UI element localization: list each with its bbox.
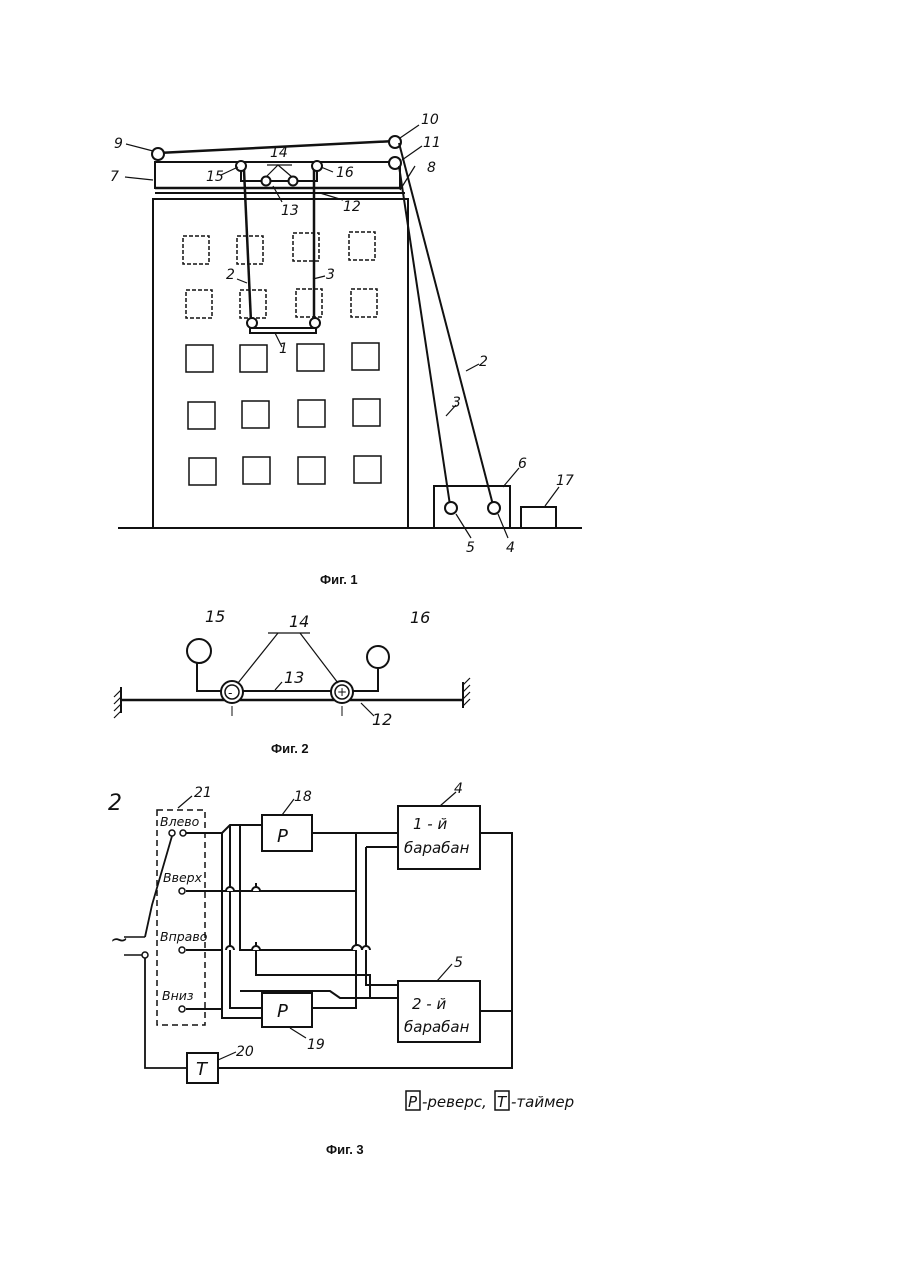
svg-text:Р: Р: [277, 1001, 288, 1022]
label-2-right: 2: [479, 354, 488, 370]
svg-text:-реверс,: -реверс,: [422, 1093, 487, 1111]
figure-3-caption: Фиг. 3: [326, 1142, 364, 1157]
label-7: 7: [110, 169, 119, 185]
label-6: 6: [518, 456, 527, 472]
figure-1: 9 7 15 16 14 13 12 10 11 8 2 3 1 2 3 6 1…: [110, 112, 582, 587]
pulley-16: [312, 161, 322, 171]
label-5: 5: [466, 540, 475, 556]
pulley-16: [367, 646, 389, 668]
label-13: 13: [284, 668, 304, 687]
svg-text:Р: Р: [277, 826, 288, 847]
sheet-mark: 2: [108, 791, 122, 816]
label-3-right: 3: [452, 395, 461, 411]
label-4: 4: [454, 781, 463, 797]
pulley-15: [236, 161, 246, 171]
switch-pos-left: Влево: [160, 814, 200, 829]
label-17: 17: [556, 473, 574, 489]
label-12: 12: [372, 710, 392, 729]
legend: Р -реверс, Т -таймер: [406, 1091, 574, 1111]
label-12: 12: [343, 199, 361, 215]
label-2-left: 2: [226, 267, 235, 283]
svg-text:1 - й: 1 - й: [413, 815, 447, 833]
label-19: 19: [307, 1037, 325, 1053]
figure-2: - + 15 16 14 13 12 Фиг. 2: [114, 607, 470, 756]
label-14: 14: [270, 145, 288, 161]
cable-3-inclined: [399, 166, 450, 505]
svg-text:+: +: [337, 685, 347, 699]
label-4: 4: [506, 540, 515, 556]
svg-text:барабан: барабан: [404, 1018, 470, 1036]
label-16: 16: [410, 608, 430, 627]
label-8: 8: [427, 160, 436, 176]
label-18: 18: [294, 789, 312, 805]
label-14: 14: [289, 612, 309, 631]
label-11: 11: [423, 135, 441, 151]
label-20: 20: [236, 1044, 254, 1060]
switch-pos-down: Вниз: [162, 988, 194, 1003]
svg-text:Р: Р: [408, 1093, 418, 1111]
drum-5: [445, 502, 457, 514]
label-15: 15: [206, 169, 224, 185]
ac-supply-symbol: ~: [110, 928, 128, 953]
label-1: 1: [279, 341, 288, 357]
switch-pos-right: Вправо: [160, 929, 208, 944]
label-15: 15: [205, 607, 225, 626]
figure-2-caption: Фиг. 2: [271, 741, 309, 756]
label-13: 13: [281, 203, 299, 219]
switch-pos-up: Вверх: [163, 870, 203, 885]
building: [153, 199, 408, 528]
pulley-15: [187, 639, 211, 663]
figure-3: 2 Влево Вверх Вправо Вниз ~: [108, 781, 574, 1157]
label-10: 10: [421, 112, 439, 128]
svg-text:-таймер: -таймер: [511, 1093, 574, 1111]
svg-text:2 - й: 2 - й: [412, 995, 446, 1013]
svg-text:Т: Т: [497, 1093, 508, 1111]
pulley-9: [152, 148, 164, 160]
cradle-1: [250, 328, 316, 333]
label-3-left: 3: [326, 267, 335, 283]
control-unit-17: [521, 507, 556, 528]
svg-text:барабан: барабан: [404, 839, 470, 857]
drum-4: [488, 502, 500, 514]
label-21: 21: [194, 785, 212, 801]
cable-2-inclined: [399, 143, 493, 505]
figure-1-caption: Фиг. 1: [320, 572, 358, 587]
label-16: 16: [336, 165, 354, 181]
label-9: 9: [114, 136, 123, 152]
label-5: 5: [454, 955, 463, 971]
building-windows: [183, 232, 381, 485]
svg-text:-: -: [228, 686, 232, 700]
